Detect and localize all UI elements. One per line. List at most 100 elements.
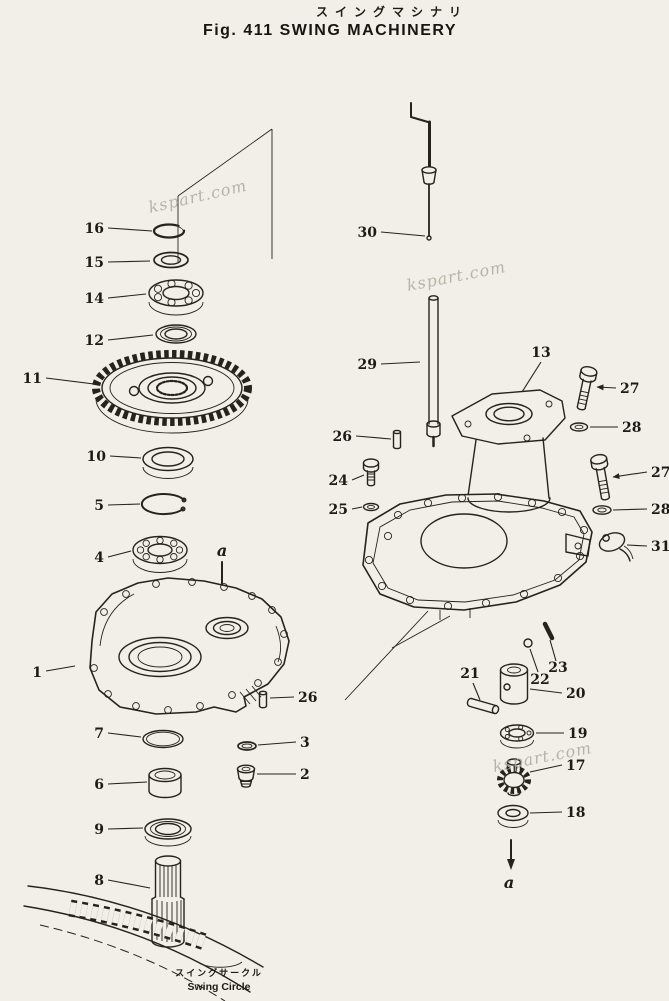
callout-layer: 1615141211105417698263230291327282624252… [23,221,669,889]
callout-8: 8 [94,873,104,889]
leader-line-26 [355,435,392,440]
leader-line-7 [107,732,142,738]
leader-line-24 [351,474,365,481]
part-31-clamp [598,532,634,562]
part-26-pin-left [258,690,268,709]
callout-20: 20 [566,686,586,702]
leader-line-29 [380,361,421,365]
leader-line-3 [257,741,297,746]
callout-26: 26 [298,690,317,706]
callout-2: 2 [300,767,310,783]
part-9-oil-seal [144,818,192,847]
callout-31: 31 [651,539,669,555]
leader-line-30 [380,231,426,237]
part-29-pipe [426,295,441,448]
leader-line-9 [107,827,144,830]
leader-line-6 [107,781,148,785]
callout-6: 6 [94,777,104,793]
assembly-reference-lines [344,610,451,701]
callout-30: 30 [358,225,378,241]
part-27-bolt-upper [576,366,598,411]
leader-line-20 [529,688,563,694]
part-17-gear-shaft [497,758,531,797]
leader-line-22 [529,648,539,673]
part-11-swing-gear [92,350,252,434]
part-7-o-ring [142,729,184,749]
part-20-cylinder [499,663,529,705]
leader-line-26 [269,696,295,699]
part-3-small-ring [237,741,257,751]
leader-line-4 [107,550,132,558]
part-18-bearing [497,804,529,828]
leader-line-5 [107,503,141,506]
watermark-2: kspart.com [405,257,507,295]
callout-14: 14 [85,291,105,307]
part-10-bearing-race [142,446,194,479]
callout-3: 3 [300,735,310,751]
callout-27: 27 [620,381,639,397]
callout-15: 15 [85,255,104,271]
callout-28: 28 [622,420,641,436]
callout-28: 28 [651,502,669,518]
leader-line-31 [626,544,648,547]
leader-line-1 [45,665,76,672]
section-arrow-a-lower [507,839,515,870]
leader-line-10 [109,455,142,459]
callout-18: 18 [566,805,585,821]
part-30-grease-fitting [410,102,437,241]
part-28-washer-upper [569,422,589,432]
leader-line-27 [596,384,617,391]
part-25-washer [362,502,380,512]
leader-line-11 [45,377,95,385]
callout-10: 10 [87,449,107,465]
page-title-japanese: スイングマシナリ [316,4,468,19]
callout-4: 4 [94,550,104,566]
part-14-ball-bearing [148,279,204,316]
section-label-a-2: a [504,873,514,892]
swing-circle-ring-gear [23,885,264,1001]
callout-26: 26 [333,429,352,445]
callout-25: 25 [329,502,348,518]
reference-frame-lines [177,128,273,262]
part-26-pin-right [392,429,402,450]
part-6-bushing [148,767,182,799]
part-27-bolt-lower [590,453,611,501]
section-label-a-1: a [217,541,227,560]
callout-9: 9 [94,822,104,838]
callout-24: 24 [329,473,349,489]
leader-line-28 [612,508,648,511]
callout-22: 22 [530,672,549,688]
callout-21: 21 [460,666,479,682]
callout-11: 11 [23,371,42,387]
part-12-seal-ring [155,324,197,344]
caption-brace [197,961,243,968]
part-22-ball [523,638,533,648]
leader-line-25 [351,506,363,510]
callout-19: 19 [568,726,587,742]
callout-12: 12 [85,333,104,349]
leader-line-12 [107,334,154,341]
leader-line-27 [612,471,648,480]
leader-line-13 [521,361,542,393]
part-2-plug [236,764,256,788]
callout-27: 27 [651,465,669,481]
leader-line-21 [472,682,481,701]
leader-line-16 [107,227,153,232]
leader-line-18 [529,811,563,814]
callout-23: 23 [548,660,567,676]
callout-16: 16 [85,221,104,237]
leader-line-17 [529,764,563,773]
part-24-bolt [362,458,380,487]
part-5-circlip [140,493,187,516]
part-28-washer-lower [592,505,612,515]
caption-english: Swing Circle [187,981,250,993]
part-19-bearing [499,724,535,749]
leader-line-14 [107,293,147,299]
callout-29: 29 [358,357,377,373]
part-13-swing-case-cover [362,389,593,620]
section-label-layer: aa [217,541,514,892]
part-15-washer [153,251,189,269]
callout-7: 7 [94,726,104,742]
